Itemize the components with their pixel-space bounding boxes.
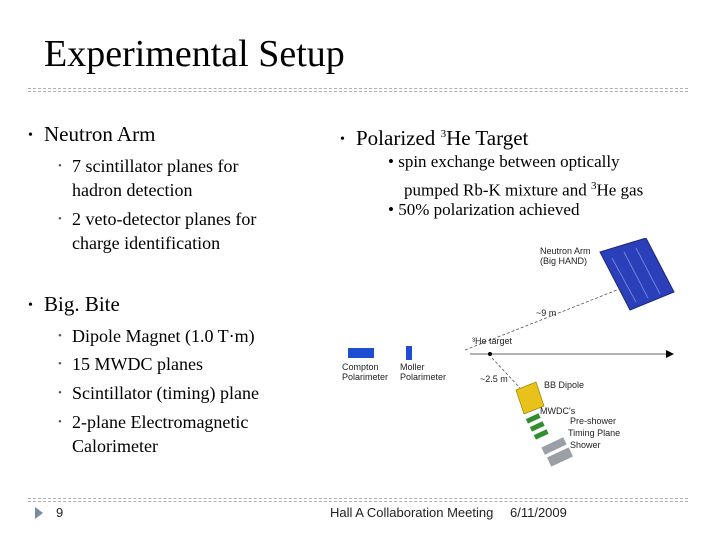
distance-9m-label: ~9 m — [536, 308, 556, 318]
moller-label-2: Polarimeter — [400, 372, 446, 382]
neutron-arm-item-1: • 7 scintillator planes for hadron detec… — [58, 156, 239, 200]
target-label: ³He target — [472, 336, 513, 346]
beam-arrow-icon — [666, 350, 674, 358]
bigbite-path-line — [491, 357, 521, 389]
page-number: 9 — [56, 505, 64, 520]
compton-polarimeter-block — [348, 348, 374, 358]
experiment-layout-diagram: Neutron Arm (Big HAND) ~9 m ³He target C… — [342, 238, 675, 467]
compton-label-1: Compton — [342, 362, 379, 372]
slide-title: Experimental Setup — [44, 33, 345, 75]
polarized-target-bullet: • Polarized 3He Target — [340, 122, 528, 152]
mwdcs-label: MWDC's — [540, 406, 576, 416]
neutron-arm-heading: Neutron Arm — [44, 122, 156, 146]
spin-exchange-item: • spin exchange between optically pumped… — [388, 152, 644, 200]
preshower-label: Pre-shower — [570, 416, 616, 426]
mwdc-plane — [529, 421, 545, 432]
meeting-name: Hall A Collaboration Meeting — [330, 505, 494, 520]
preshower-block — [541, 437, 567, 455]
bullet-dot: • — [28, 298, 33, 313]
bigbite-item-4: • 2-plane Electromagnetic Calorimeter — [58, 412, 249, 456]
shower-label: Shower — [570, 440, 601, 450]
mwdc-plane — [533, 429, 549, 440]
neutron-arm-label-1: Neutron Arm — [540, 246, 591, 256]
neutron-arm-label-2: (Big HAND) — [540, 256, 587, 266]
mwdc-plane — [525, 413, 541, 424]
compton-label-2: Polarimeter — [342, 372, 388, 382]
meeting-date: 6/11/2009 — [510, 505, 567, 520]
bigbite-item-2: • 15 MWDC planes — [58, 354, 203, 374]
neutron-arm-item-2: • 2 veto-detector planes for charge iden… — [58, 209, 257, 253]
distance-25m-label: ~2.5 m — [480, 374, 508, 384]
neutron-path-line — [464, 287, 623, 351]
timing-plane-label: Timing Plane — [568, 428, 620, 438]
bullet-dot: • — [340, 132, 345, 147]
bigbite-item-1: • Dipole Magnet (1.0 T·m) — [58, 326, 255, 346]
neutron-arm-bullet: • Neutron Arm — [28, 122, 155, 148]
bigbite-item-3: • Scintillator (timing) plane — [58, 383, 259, 403]
bullet-dot: • — [28, 128, 33, 143]
bb-dipole-label: BB Dipole — [544, 380, 584, 390]
target-icon — [488, 352, 492, 356]
bb-dipole-magnet — [515, 381, 545, 415]
footer-arrow-icon — [35, 507, 43, 519]
bigbite-bullet: • Big. Bite — [28, 292, 120, 318]
polarization-item: • 50% polarization achieved — [388, 200, 580, 219]
moller-polarimeter-block — [406, 346, 412, 360]
bigbite-heading: Big. Bite — [44, 292, 120, 316]
polarized-target-heading: Polarized 3He Target — [356, 126, 529, 150]
title-divider — [28, 88, 688, 92]
shower-block — [547, 447, 573, 467]
neutron-arm-detector — [599, 238, 675, 311]
footer-divider — [28, 498, 688, 502]
moller-label-1: Moller — [400, 362, 425, 372]
